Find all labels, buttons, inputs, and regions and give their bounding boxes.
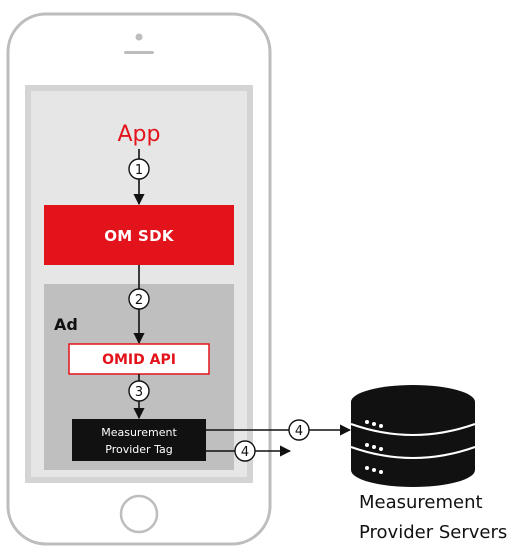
servers-label-line1: Measurement — [359, 492, 483, 513]
omid-api-box — [68, 343, 210, 375]
database-server-icon — [350, 385, 476, 487]
step-3-badge — [128, 380, 150, 402]
phone-speaker-slot — [124, 51, 154, 54]
servers-label-line2: Provider Servers — [359, 522, 507, 543]
step-1-badge — [128, 158, 150, 180]
step-4-badge-upper — [288, 419, 310, 441]
phone-camera-dot — [135, 33, 143, 41]
omid-api-label: OMID API — [102, 352, 176, 368]
step-4-number-upper: 4 — [295, 424, 303, 439]
om-sdk-label: OM SDK — [104, 227, 175, 245]
measurement-provider-tag-line1: Measurement — [101, 426, 177, 439]
measurement-provider-tag-line2: Provider Tag — [105, 443, 172, 456]
step-3-number: 3 — [135, 385, 143, 400]
app-label: App — [118, 122, 161, 147]
om-sdk-box — [44, 205, 234, 265]
phone-home-button — [119, 494, 159, 534]
step-1-number: 1 — [135, 163, 143, 178]
step-4-number-lower: 4 — [241, 445, 249, 460]
step-2-badge — [128, 288, 150, 310]
step-4-badge-lower — [234, 440, 256, 462]
step-2-number: 2 — [135, 293, 143, 308]
measurement-provider-tag-box — [72, 419, 206, 461]
ad-label: Ad — [54, 315, 78, 334]
